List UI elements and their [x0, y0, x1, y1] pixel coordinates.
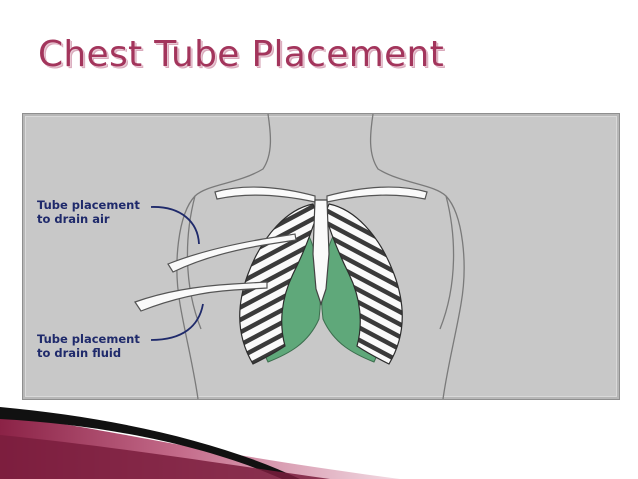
- ribcage-right: [324, 203, 403, 365]
- clavicles: [214, 186, 428, 203]
- footer-swoosh-decoration: [0, 407, 400, 479]
- sternum: [312, 199, 330, 306]
- label-drain-air: Tube placement to drain air: [37, 198, 140, 226]
- label-drain-fluid-line2: to drain fluid: [37, 346, 122, 360]
- callout-leaders: [150, 206, 204, 341]
- ribcage-left: [239, 203, 318, 365]
- label-drain-fluid-line1: Tube placement: [37, 332, 140, 346]
- label-drain-fluid: Tube placement to drain fluid: [37, 332, 140, 360]
- chest-diagram: Tube placement to drain air Tube placeme…: [22, 113, 620, 400]
- chest-tube-fluid: [134, 281, 268, 312]
- chest-illustration: [134, 114, 465, 399]
- slide-title: Chest Tube Placement: [38, 34, 445, 75]
- label-drain-air-line1: Tube placement: [37, 198, 140, 212]
- label-drain-air-line2: to drain air: [37, 212, 110, 226]
- chest-tube-air: [167, 233, 297, 273]
